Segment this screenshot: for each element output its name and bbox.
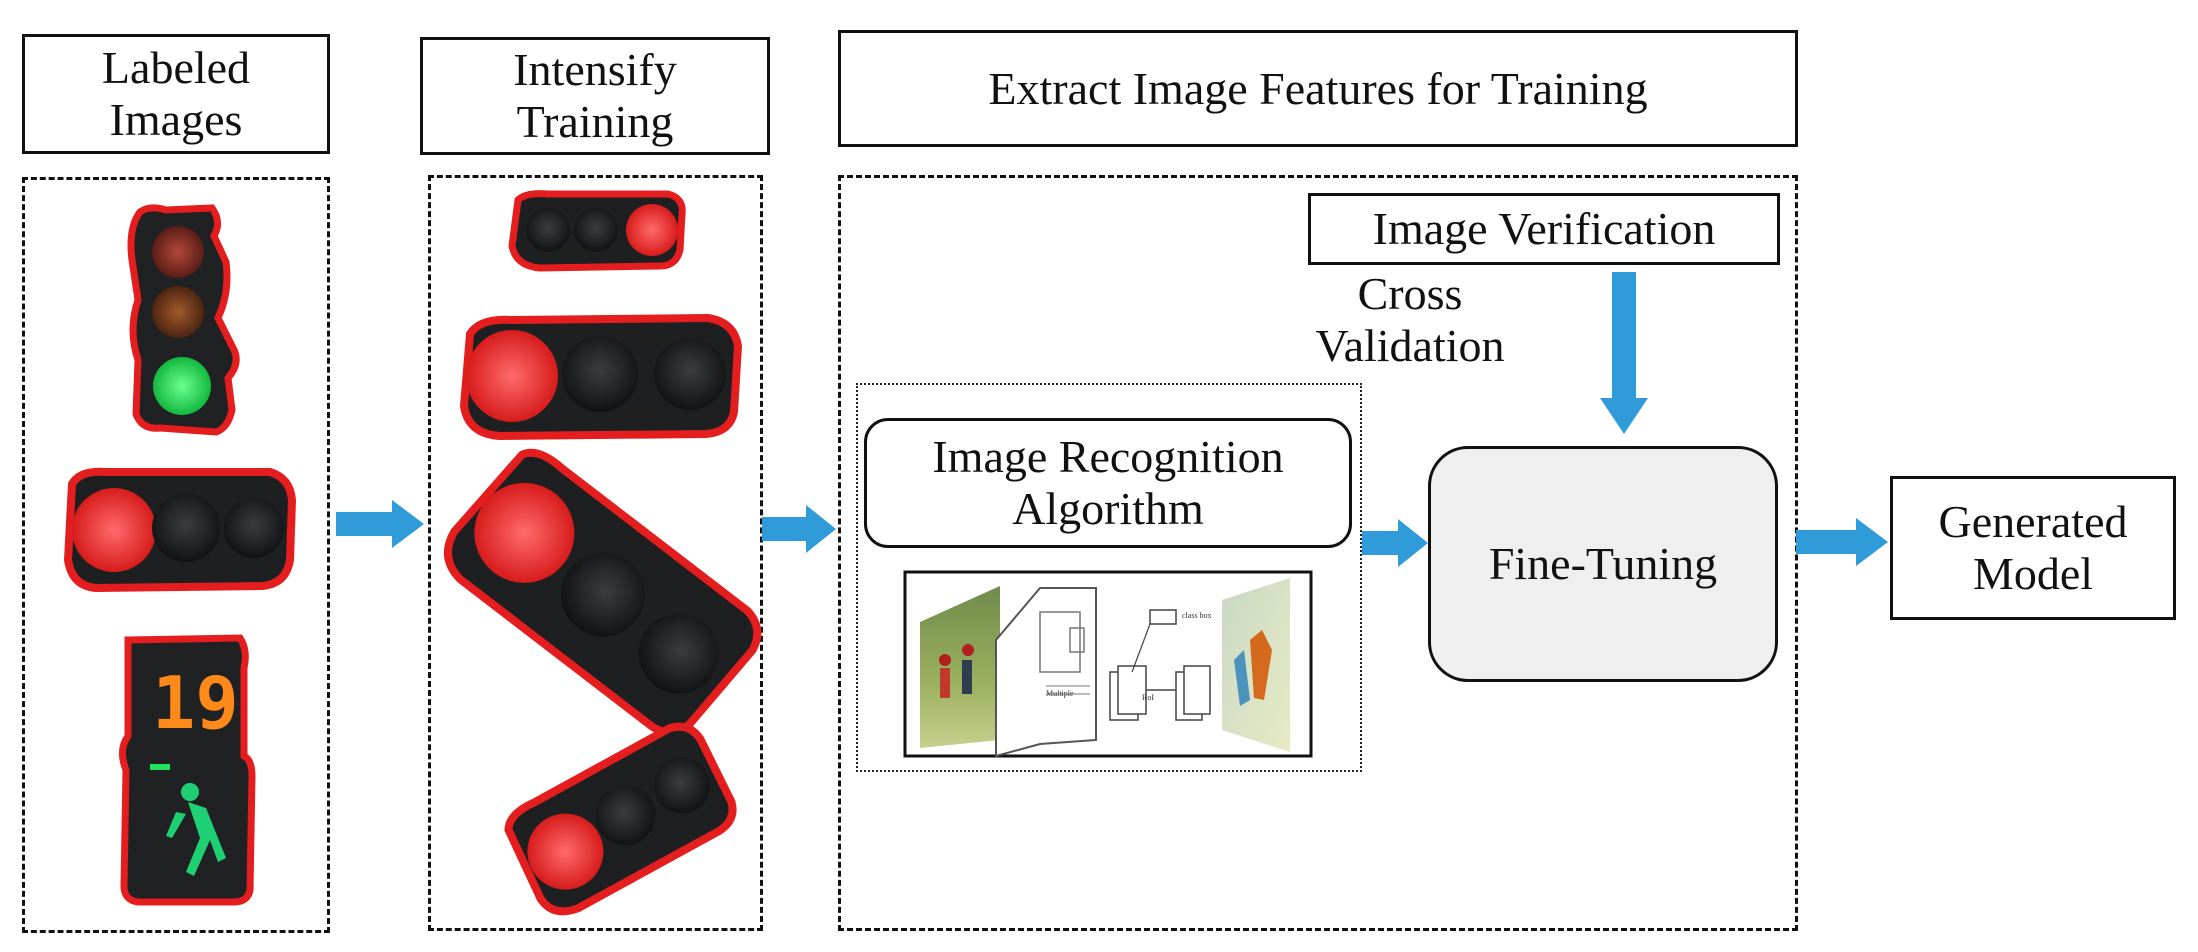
thumbnail-label-class-box: class box <box>1182 611 1212 620</box>
pedestrian-signal-icon: 19 <box>119 634 256 906</box>
extract-features-text: Extract Image Features for Training <box>988 62 1648 114</box>
intensify-training-label: Intensify Training <box>420 37 770 155</box>
thumbnail-label-multiple: Multiple <box>1046 689 1074 698</box>
image-verification-box: Image Verification <box>1308 193 1780 265</box>
flow-arrows <box>336 272 1888 567</box>
arrow-down-icon <box>1600 272 1648 434</box>
arrow-right-icon <box>336 500 424 548</box>
arrow-right-icon <box>1362 519 1428 567</box>
image-recognition-algorithm-text: Image Recognition Algorithm <box>932 431 1284 534</box>
algorithm-panel <box>856 383 1362 772</box>
vertical-traffic-light-icon <box>127 204 240 436</box>
tilted-traffic-light-icon <box>504 722 737 916</box>
fine-tuning-box: Fine-Tuning <box>1428 446 1778 682</box>
large-traffic-light-icon <box>459 313 743 441</box>
horizontal-traffic-light-icon <box>63 467 297 593</box>
network-architecture-thumbnail: Multiple class box RoI <box>903 570 1313 758</box>
generated-model-box: Generated Model <box>1890 476 2176 620</box>
rotated-traffic-light-icon <box>444 448 762 737</box>
labeled-images-text: Labeled Images <box>101 42 251 145</box>
intensify-training-panel <box>428 175 763 931</box>
cross-validation-text: Cross Validation <box>1315 268 1505 371</box>
extract-features-label: Extract Image Features for Training <box>838 30 1798 147</box>
intensify-training-text: Intensify Training <box>513 44 677 147</box>
fine-tuning-text: Fine-Tuning <box>1488 538 1718 590</box>
generated-model-text: Generated Model <box>1938 496 2128 599</box>
labeled-images-label: Labeled Images <box>22 34 330 154</box>
small-traffic-light-icon <box>508 190 686 272</box>
labeled-images-panel <box>22 177 330 933</box>
countdown-digits: 19 <box>152 661 239 745</box>
image-recognition-algorithm-box: Image Recognition Algorithm <box>864 418 1352 548</box>
arrow-right-icon <box>1796 518 1888 566</box>
thumbnail-label-roi: RoI <box>1142 693 1154 702</box>
arrow-right-icon <box>762 505 836 553</box>
image-verification-text: Image Verification <box>1372 203 1716 255</box>
